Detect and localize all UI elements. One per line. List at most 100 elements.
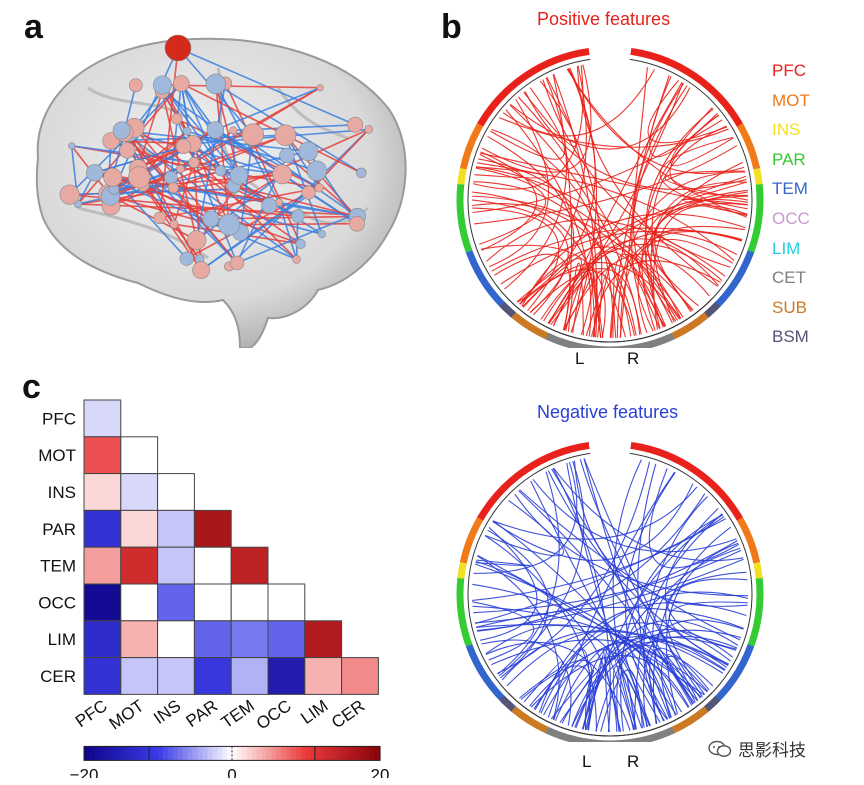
brain-node (356, 167, 367, 179)
brain-node (295, 238, 306, 250)
positive-edge (192, 143, 236, 190)
matrix-row-label: OCC (38, 593, 76, 612)
negative-edge (170, 83, 183, 178)
brain-node (279, 147, 295, 164)
brain-network-figure (35, 34, 407, 348)
chord-link (505, 109, 592, 337)
chord-link (475, 518, 726, 624)
chord-link (473, 549, 742, 614)
chord-link (472, 203, 637, 336)
negative-edge (308, 191, 358, 225)
matrix-col-label: OCC (253, 696, 295, 733)
chord-link (630, 255, 681, 328)
chord-inner-ring (467, 58, 713, 343)
negative-edge (228, 128, 370, 268)
chord-link (669, 114, 748, 196)
chord-link (561, 640, 728, 724)
brain-node (182, 126, 192, 136)
chord-link (480, 244, 606, 338)
chord-link (519, 65, 587, 305)
colorbar-tick-label: −20 (70, 765, 99, 778)
chord-link (631, 85, 688, 332)
colorbar-step (138, 746, 144, 761)
chord-link (566, 68, 748, 218)
matrix-cell-lim-tem (230, 620, 269, 659)
panel-label-a: a (24, 8, 43, 46)
chord-link (579, 459, 703, 697)
chord-link (472, 601, 535, 661)
colorbar-step (148, 746, 154, 761)
chord-link (484, 535, 597, 732)
matrix-row-label: PFC (42, 409, 76, 428)
chord-link (667, 653, 709, 704)
chord-link (552, 74, 573, 331)
chord-ring-segment (457, 168, 467, 185)
brain-node (274, 124, 297, 146)
chord-link (647, 79, 728, 144)
negative-features-title: Negative features (537, 402, 679, 422)
chord-link (519, 246, 682, 319)
colorbar-step (162, 746, 169, 761)
brain-node (102, 132, 120, 150)
chord-ring-segment (457, 562, 467, 579)
chord-link (543, 649, 645, 728)
chord-link (524, 91, 747, 190)
brain-node (205, 73, 227, 95)
chord-link (485, 624, 649, 727)
matrix-row-label: INS (48, 483, 76, 502)
positive-edge (158, 47, 179, 218)
matrix-cell-par-par (193, 509, 232, 548)
legend-item-bsm: BSM (772, 327, 809, 347)
chord-right-label-negative: R (627, 752, 640, 771)
negative-edge (196, 173, 283, 241)
brain-node (192, 261, 210, 279)
brain-node (153, 211, 166, 225)
chord-link (500, 230, 738, 285)
chord-link (641, 199, 749, 331)
brain-node (349, 215, 365, 232)
chord-link (475, 166, 735, 261)
chord-ring-segment (459, 517, 484, 564)
chord-link (477, 493, 706, 632)
panel-label-b: b (441, 8, 462, 46)
chord-link (637, 161, 743, 334)
chord-ring-segment (459, 123, 484, 170)
brain-node (103, 167, 123, 187)
chord-link (651, 125, 727, 323)
chord-link (543, 202, 748, 322)
colorbar-step (281, 746, 287, 761)
matrix-cell-cer-mot (120, 657, 159, 695)
colorbar-step (246, 746, 253, 761)
chord-link (553, 471, 676, 721)
positive-edge (94, 171, 280, 204)
colorbar-step (113, 746, 120, 761)
brain-node (316, 84, 324, 92)
chord-link (472, 583, 689, 708)
chord-link (479, 153, 694, 311)
brain-node (128, 166, 151, 189)
brain-node (241, 123, 264, 146)
chord-link (472, 195, 684, 318)
chord-link (550, 82, 684, 326)
watermark-text: 思影科技 (738, 741, 806, 760)
chord-link (479, 527, 538, 641)
chord-ring-segment (545, 332, 637, 348)
colorbar-step (320, 746, 327, 761)
matrix-cell-ins-ins (157, 473, 195, 511)
matrix-cell-tem-mot (120, 546, 159, 585)
positive-edge (127, 131, 202, 271)
colorbar-step (88, 746, 95, 761)
chord-link (492, 483, 694, 561)
chord-link (472, 64, 584, 190)
chord-link (498, 460, 585, 677)
colorbar-step (153, 746, 159, 761)
chord-link (613, 253, 673, 338)
negative-edge (215, 86, 321, 131)
chord-ring-segment (545, 726, 637, 742)
colorbar-step (172, 746, 179, 761)
chord-link (665, 578, 748, 695)
brain-node (152, 75, 172, 95)
matrix-cell-lim-lim (304, 620, 343, 659)
positive-edge (77, 203, 355, 216)
legend-item-tem: TEM (772, 179, 808, 199)
